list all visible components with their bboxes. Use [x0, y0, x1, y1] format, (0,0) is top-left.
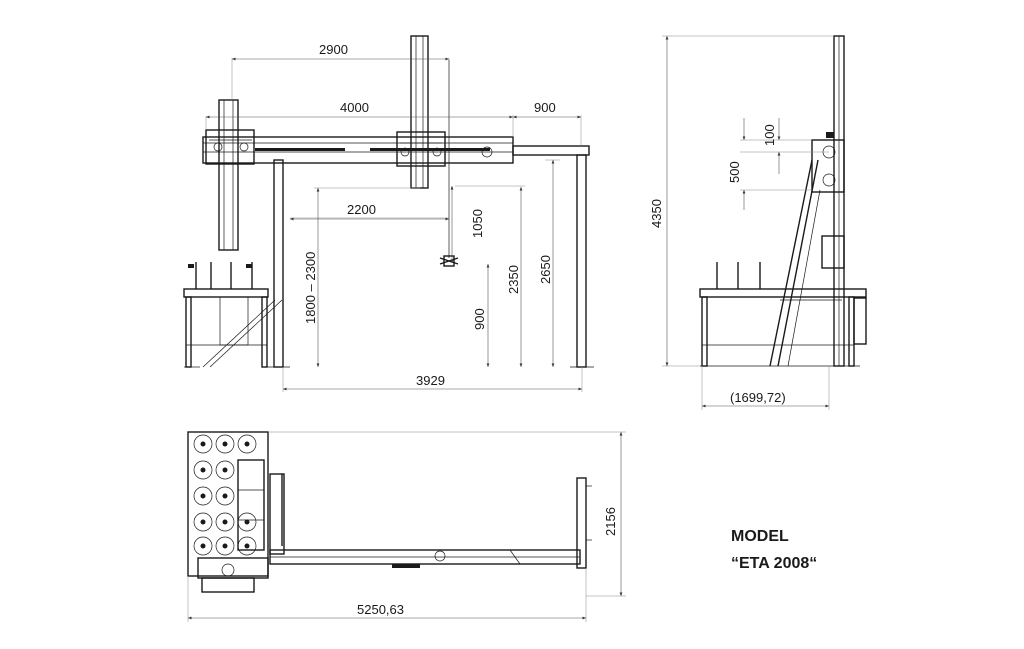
- side-table: [699, 262, 867, 367]
- dim-900-low: 900: [472, 308, 487, 330]
- model-name: “ETA 2008“: [731, 555, 817, 572]
- dim-5250: 5250,63: [357, 602, 404, 617]
- left-carriage: [205, 99, 255, 251]
- dim-2900: 2900: [319, 42, 348, 57]
- feeding-table: [183, 262, 283, 368]
- fan-hub: [222, 519, 228, 525]
- fan-module: [193, 486, 213, 506]
- fan-hub: [244, 543, 250, 549]
- dim-1050: 1050: [470, 209, 485, 238]
- front-dimensions: [205, 57, 583, 392]
- dim-500: 500: [727, 161, 742, 183]
- fan-hub: [200, 493, 206, 499]
- side-view: 100 500 4350 (1699,72): [649, 35, 867, 410]
- gripper: [439, 60, 459, 267]
- dim-2156: 2156: [603, 507, 618, 536]
- fan-module: [193, 536, 213, 556]
- fan-hub: [200, 519, 206, 525]
- fan-hub: [222, 441, 228, 447]
- fan-hub: [244, 519, 250, 525]
- dim-3929: 3929: [416, 373, 445, 388]
- fan-hub: [200, 467, 206, 473]
- fan-module: [237, 536, 257, 556]
- gantry-beam: [202, 136, 590, 164]
- fan-module: [215, 512, 235, 532]
- dim-4350: 4350: [649, 199, 664, 228]
- dim-900-top: 900: [534, 100, 556, 115]
- side-mast: [811, 35, 845, 367]
- fan-module: [193, 434, 213, 454]
- top-fans: [193, 434, 257, 556]
- dim-1800-2300: 1800 – 2300: [303, 252, 318, 324]
- fan-hub: [200, 543, 206, 549]
- dim-2200: 2200: [347, 202, 376, 217]
- dim-2650: 2650: [538, 255, 553, 284]
- dim-100: 100: [762, 124, 777, 146]
- fan-hub: [222, 493, 228, 499]
- model-label: MODEL: [731, 528, 789, 545]
- fan-module: [215, 536, 235, 556]
- fan-module: [237, 434, 257, 454]
- fan-module: [193, 460, 213, 480]
- side-dimensions: [662, 35, 834, 410]
- fan-hub: [244, 441, 250, 447]
- top-beam: [197, 473, 592, 593]
- dim-2350: 2350: [506, 265, 521, 294]
- fan-hub: [222, 467, 228, 473]
- front-view: 2900 4000 900 2200 1050 1800 – 2300 900 …: [183, 35, 594, 392]
- top-view: 2156 5250,63: [187, 431, 626, 622]
- fan-module: [215, 486, 235, 506]
- fan-module: [193, 512, 213, 532]
- dim-1699: (1699,72): [730, 390, 786, 405]
- fan-module: [215, 460, 235, 480]
- fan-hub: [222, 543, 228, 549]
- side-frame: [769, 159, 842, 367]
- fan-hub: [200, 441, 206, 447]
- dim-4000: 4000: [340, 100, 369, 115]
- fan-module: [215, 434, 235, 454]
- top-dimensions: [187, 431, 626, 622]
- fan-module: [237, 512, 257, 532]
